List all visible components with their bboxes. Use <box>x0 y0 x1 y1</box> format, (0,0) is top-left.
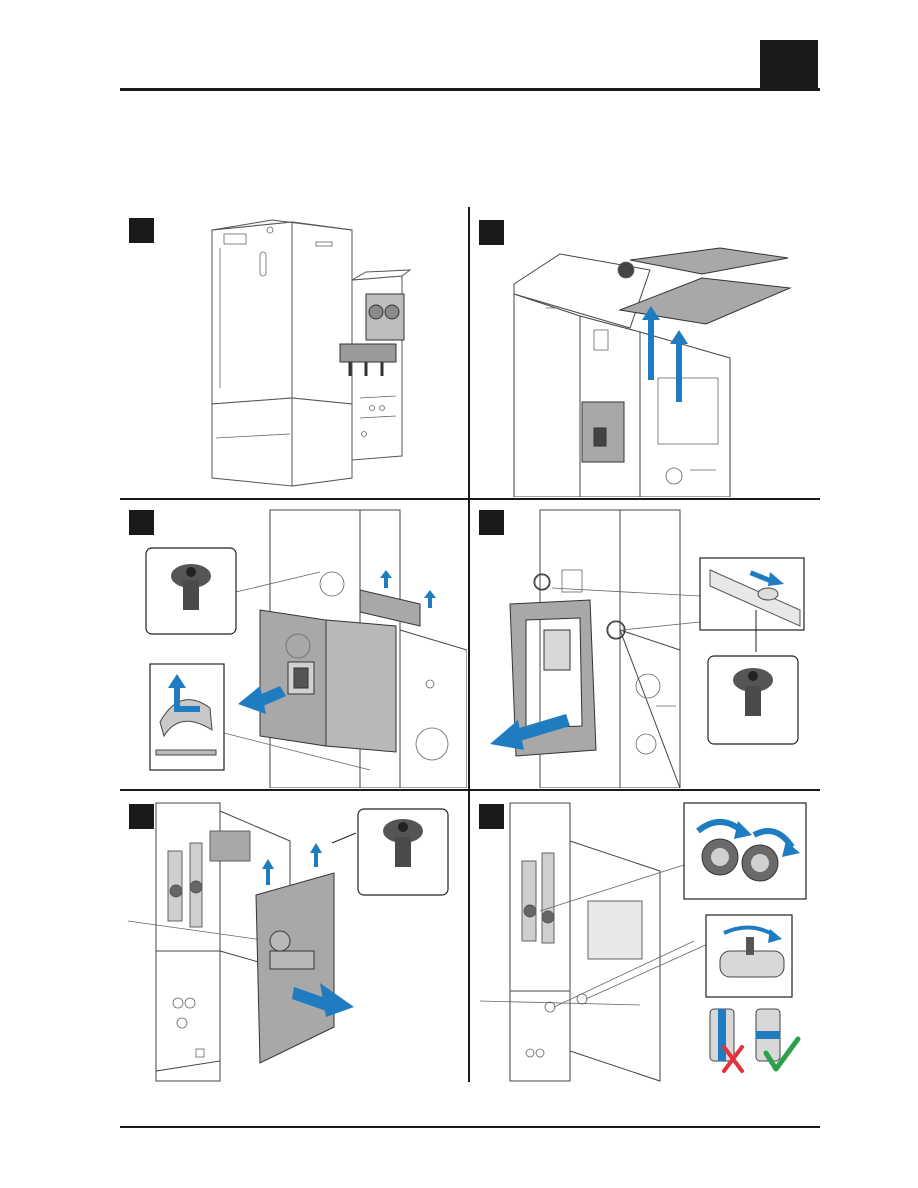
step-badge-2 <box>479 220 504 245</box>
step-badge-3 <box>129 510 154 535</box>
panel-2-remove-top-covers <box>470 208 820 497</box>
panel-4-remove-front-frame <box>470 500 820 788</box>
panel-6-close-valves <box>470 791 820 1082</box>
top-covers-illustration <box>470 208 820 497</box>
header-rule <box>120 88 820 91</box>
hydraulic-cover-illustration <box>120 500 467 788</box>
boiler-overview-illustration <box>120 208 467 497</box>
step-badge-4 <box>479 510 504 535</box>
panel-5-remove-side-panel <box>120 791 467 1082</box>
front-frame-illustration <box>470 500 820 788</box>
step-badge-6 <box>479 804 504 829</box>
step-badge-1 <box>129 218 154 243</box>
side-panel-illustration <box>120 791 467 1082</box>
step-badge-5 <box>129 804 154 829</box>
close-valves-illustration <box>470 791 820 1082</box>
chapter-tab <box>760 40 818 88</box>
panel-1-boiler-overview <box>120 208 467 497</box>
panel-3-remove-hydraulic-cover <box>120 500 467 788</box>
footer-rule <box>120 1126 820 1128</box>
